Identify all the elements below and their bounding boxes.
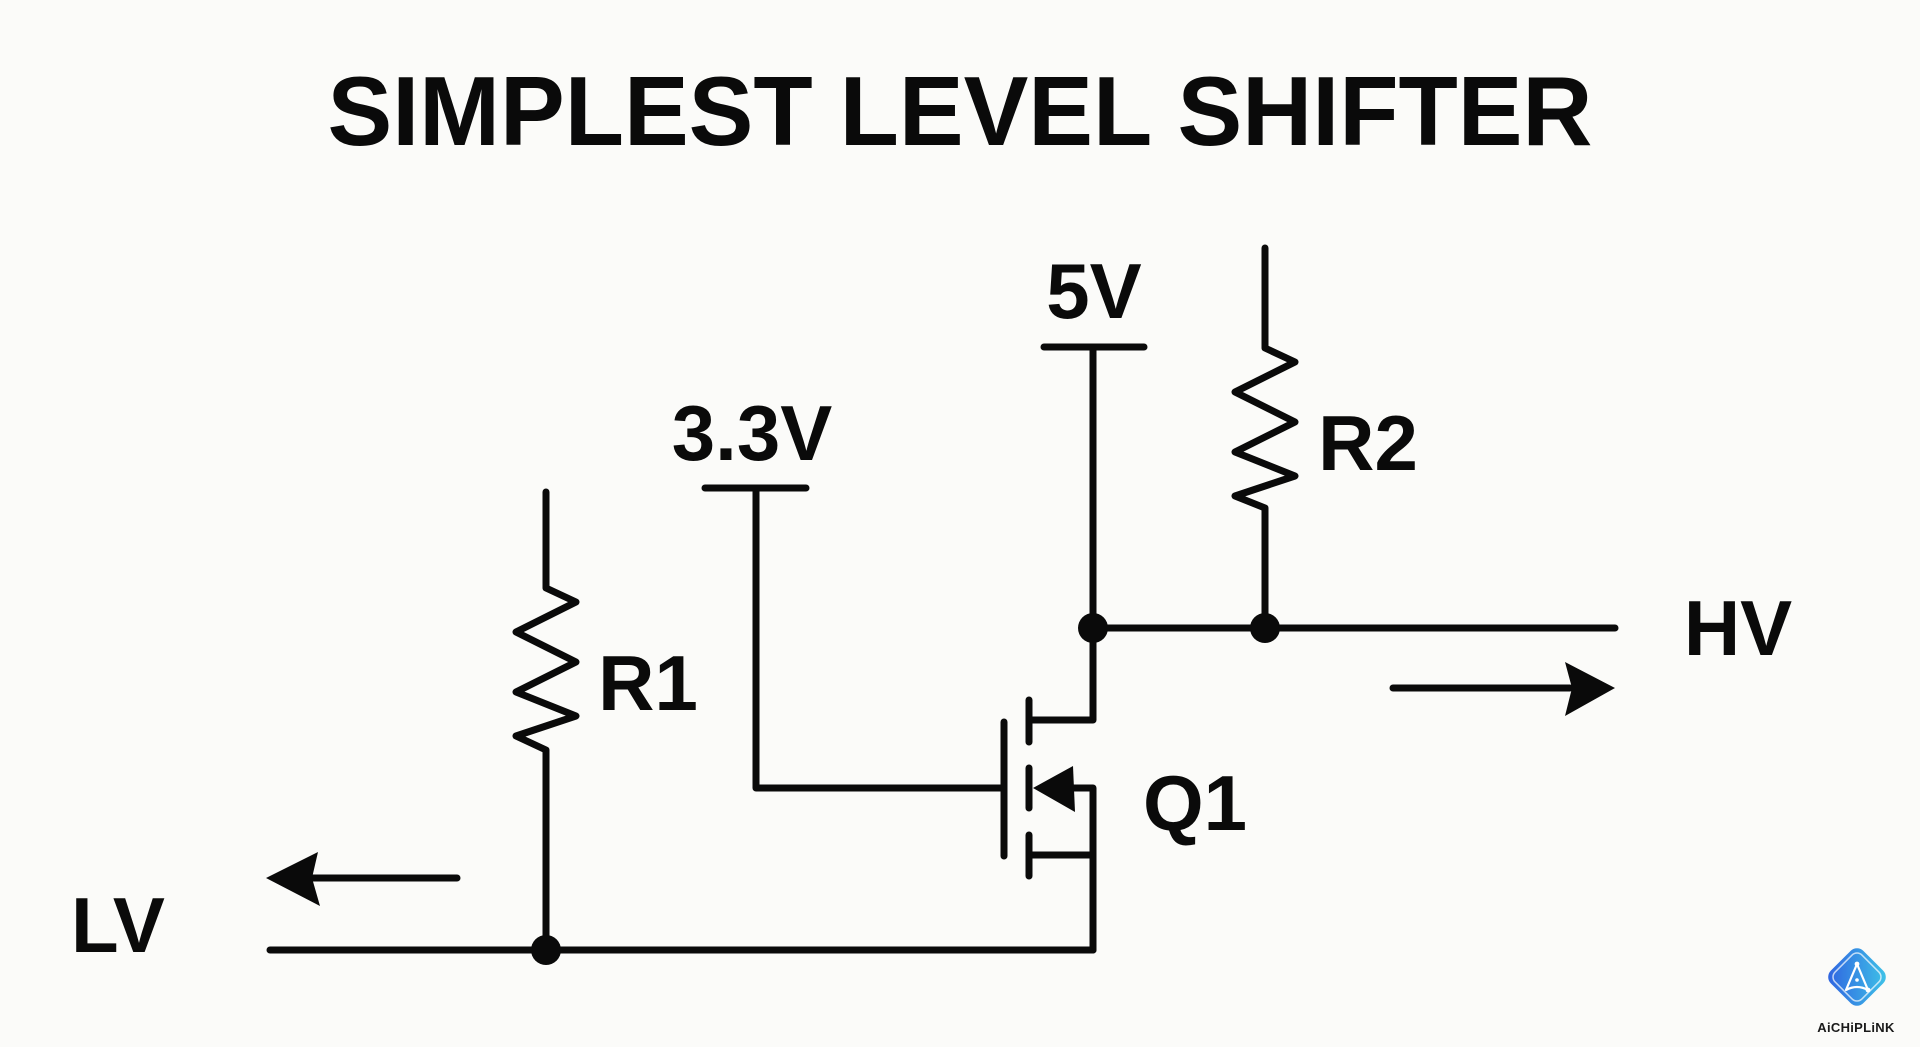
resistor-r1: R1	[512, 488, 698, 954]
hv-junction-r2	[1250, 613, 1280, 643]
q1-drain-lead	[1025, 624, 1097, 724]
hv-label: HV	[1684, 584, 1792, 672]
supply-5v: 5V	[1040, 247, 1148, 632]
brand-name: AiCHiPLiNK	[1817, 1020, 1895, 1035]
q1-body-lead	[1025, 784, 1097, 859]
brand-logo-icon	[1828, 948, 1886, 1006]
supply-3v3-label: 3.3V	[672, 389, 832, 477]
supply-3v3: 3.3V	[672, 389, 1007, 792]
resistor-r2-symbol	[1231, 244, 1299, 632]
resistor-r2-label: R2	[1318, 399, 1418, 487]
gate-wire	[752, 484, 1007, 792]
q1-body-arrow-icon	[1033, 766, 1075, 812]
lv-junction-r1	[531, 935, 561, 965]
transistor-q1: Q1	[1000, 624, 1247, 954]
resistor-r1-symbol	[512, 488, 580, 954]
transistor-q1-label: Q1	[1143, 759, 1247, 847]
lv-label: LV	[71, 881, 165, 969]
brand-logo: AiCHiPLiNK	[1808, 944, 1904, 1044]
resistor-r1-label: R1	[598, 639, 698, 727]
hv-direction-arrow-icon	[1389, 662, 1615, 716]
resistor-r2: R2	[1231, 244, 1418, 632]
supply-5v-label: 5V	[1046, 247, 1141, 335]
lv-direction-arrow-icon	[266, 852, 461, 906]
diagram-title: SIMPLEST LEVEL SHIFTER	[328, 56, 1593, 166]
